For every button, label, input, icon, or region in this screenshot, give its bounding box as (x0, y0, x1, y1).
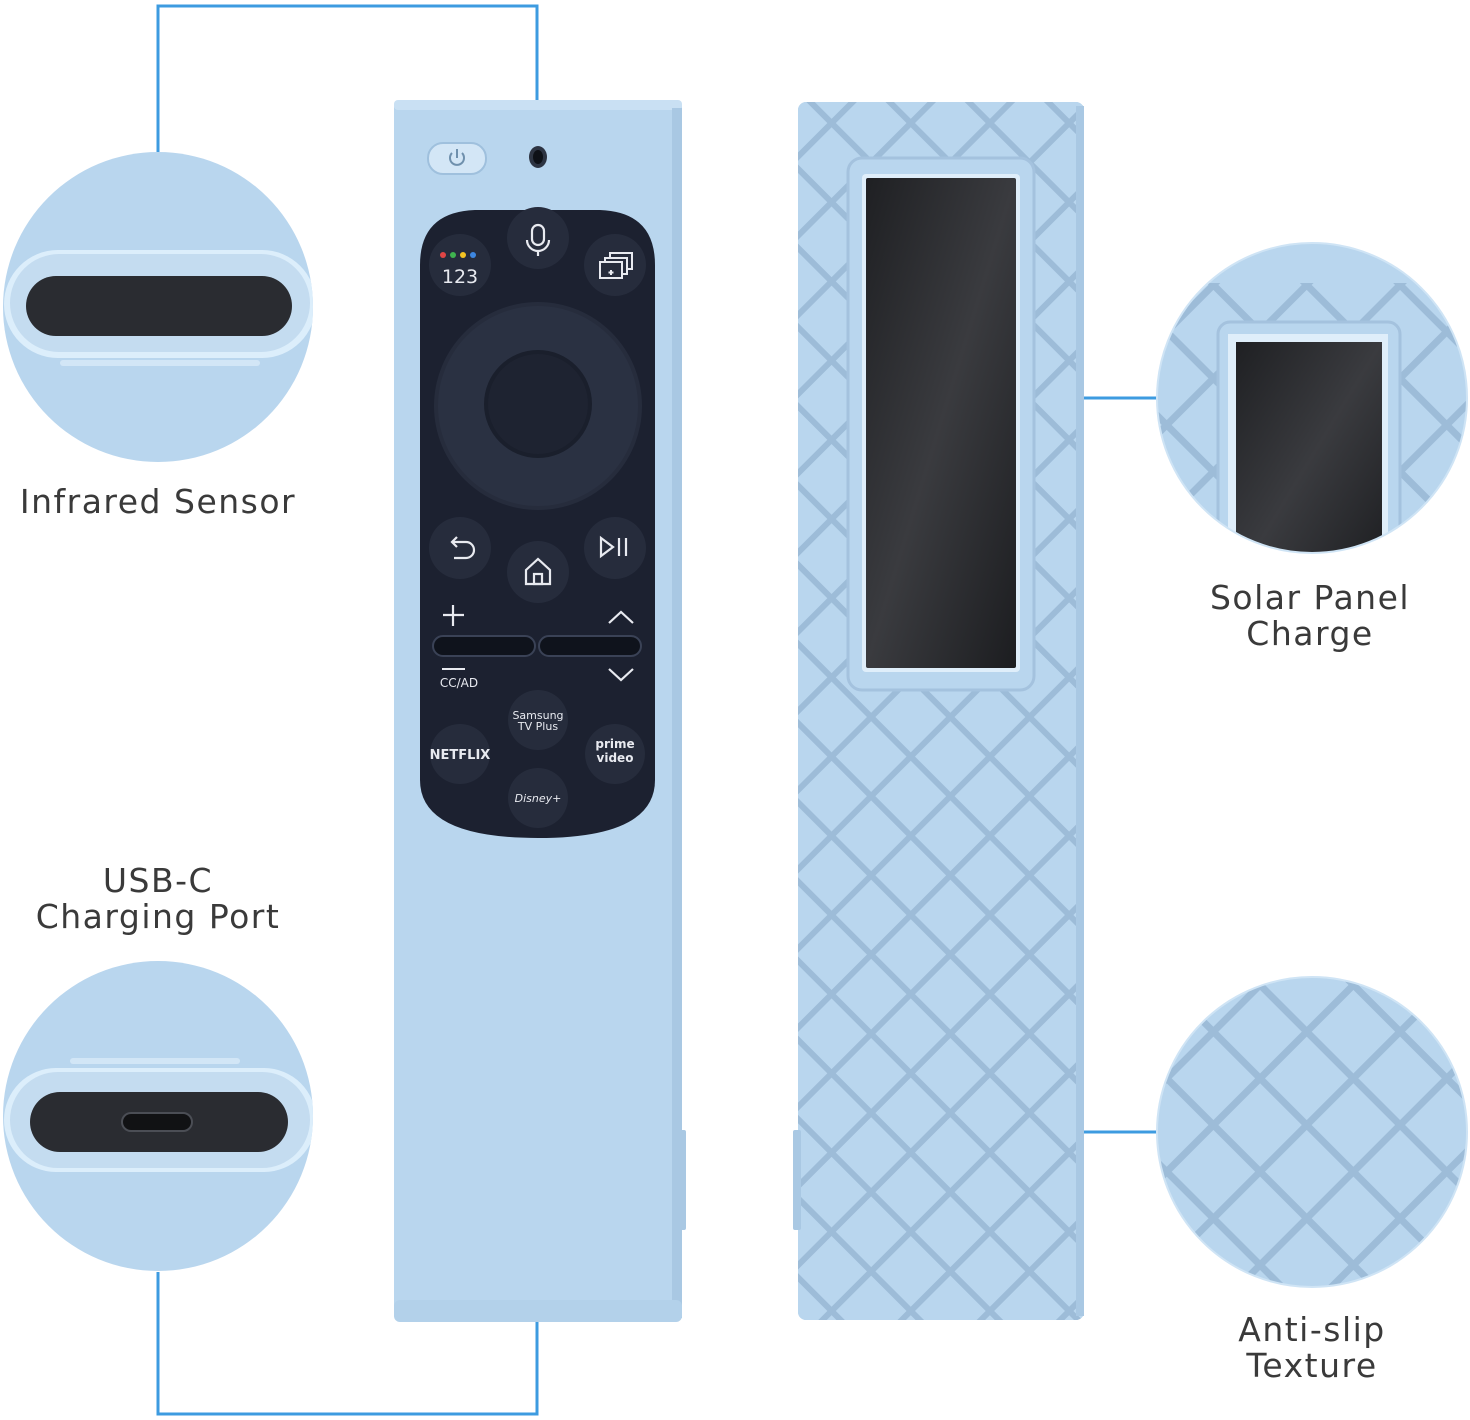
samsung-tv-plus-label-2: TV Plus (517, 720, 558, 733)
solar-panel (866, 178, 1016, 668)
play-pause-button (584, 517, 646, 579)
play-pause-icon (599, 535, 628, 559)
usbc-charging-port-label: USB-C Charging Port (8, 863, 308, 935)
microphone-button (507, 207, 569, 269)
power-icon (449, 149, 465, 166)
usbc-callout-line (156, 1272, 539, 1416)
disney-plus-button (508, 768, 568, 828)
back-button (429, 517, 491, 579)
antislip-texture-label: Anti-slip Texture (1162, 1312, 1462, 1384)
prime-video-label-1: prime (595, 737, 634, 751)
front-remote-case (394, 100, 686, 1322)
home-button (507, 541, 569, 603)
home-icon (524, 557, 552, 586)
usbc-port (121, 1112, 193, 1132)
antislip-label-line2: Texture (1246, 1346, 1378, 1385)
infrared-sensor-title: Infrared Sensor (19, 482, 297, 521)
power-button (427, 142, 487, 175)
netflix-label: NETFLIX (430, 748, 491, 763)
numbers-button-label: 123 (442, 266, 478, 288)
numbers-button (429, 234, 491, 296)
multiview-icon (599, 252, 633, 279)
solar-panel-frame (846, 156, 1036, 692)
solar-panel-charge-label: Solar Panel Charge (1160, 580, 1460, 652)
antislip-zoom-circle (1156, 976, 1468, 1288)
solar-label-line1: Solar Panel (1209, 578, 1411, 617)
microphone-icon (525, 223, 551, 256)
prime-video-label-2: video (597, 751, 634, 765)
solar-label-line2: Charge (1246, 614, 1374, 653)
rocker-buttons (432, 635, 642, 657)
channel-up-icon (608, 610, 634, 624)
cc-ad-label: CC/AD (440, 676, 478, 690)
solar-zoom-circle (1156, 242, 1468, 554)
samsung-tv-plus-button (508, 690, 568, 750)
multiview-button (584, 234, 646, 296)
usbc-label-line1: USB-C (102, 861, 214, 900)
back-remote-case (793, 102, 1084, 1320)
antislip-label-line1: Anti-slip (1238, 1310, 1386, 1349)
samsung-tv-plus-label-1: Samsung (512, 709, 563, 722)
prime-video-button (585, 724, 645, 784)
usbc-label-line2: Charging Port (35, 897, 281, 936)
navigation-ring (434, 302, 642, 510)
netflix-button (430, 724, 490, 784)
infrared-callout-line (156, 4, 539, 152)
usbc-zoom-circle (3, 961, 313, 1271)
disney-plus-label: Disney+ (515, 792, 562, 805)
channel-down-icon (608, 668, 634, 682)
back-icon (450, 536, 476, 560)
infrared-window (529, 146, 547, 168)
infrared-sensor-label: Infrared Sensor (8, 484, 308, 520)
infrared-zoom-circle (3, 152, 313, 462)
volume-plus-icon (443, 605, 464, 626)
